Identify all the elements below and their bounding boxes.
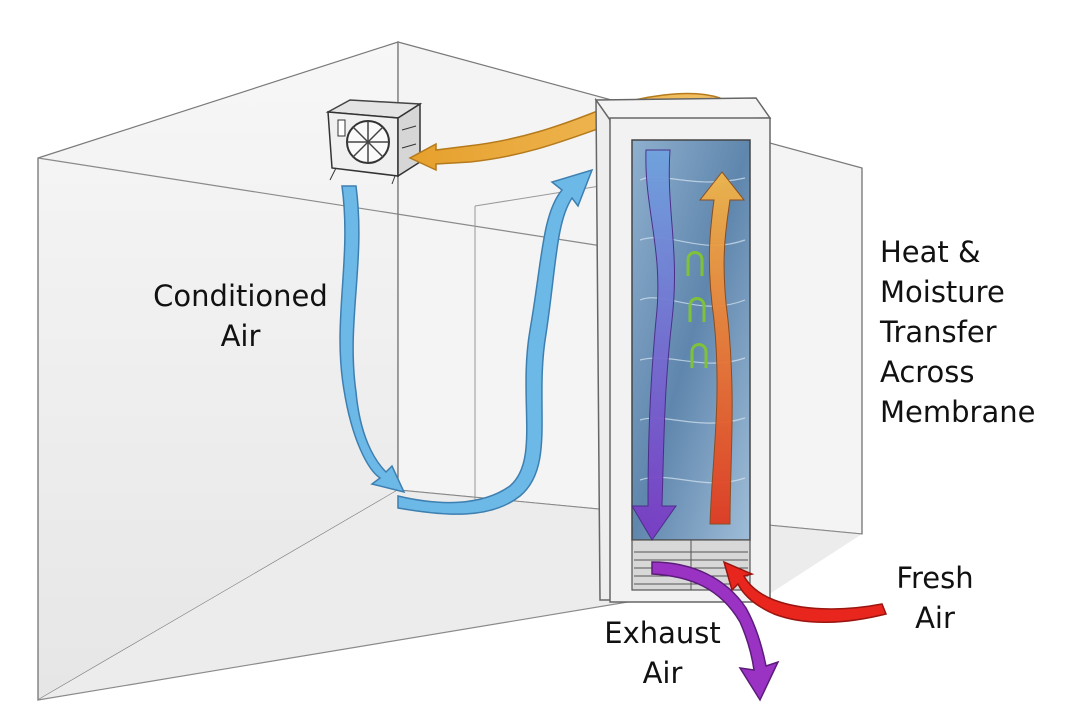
exhaust-air-arrow	[651, 561, 780, 702]
conditioned-air-label: Conditioned Air	[153, 279, 328, 353]
fresh-air-label: Fresh Air	[896, 561, 974, 635]
heat-moisture-transfer-label: Heat & Moisture Transfer Across Membrane	[880, 235, 1036, 429]
fresh-path-arrow	[698, 171, 746, 525]
fresh-air-arrow	[722, 560, 888, 623]
exhaust-air-label: Exhaust Air	[604, 616, 721, 690]
transfer-arrows	[686, 251, 708, 368]
exhaust-path-arrow	[631, 149, 677, 541]
conditioned-air-down-arrow	[339, 185, 406, 494]
conditioned-air-up-arrow	[397, 168, 594, 515]
erv-unit	[594, 97, 772, 603]
